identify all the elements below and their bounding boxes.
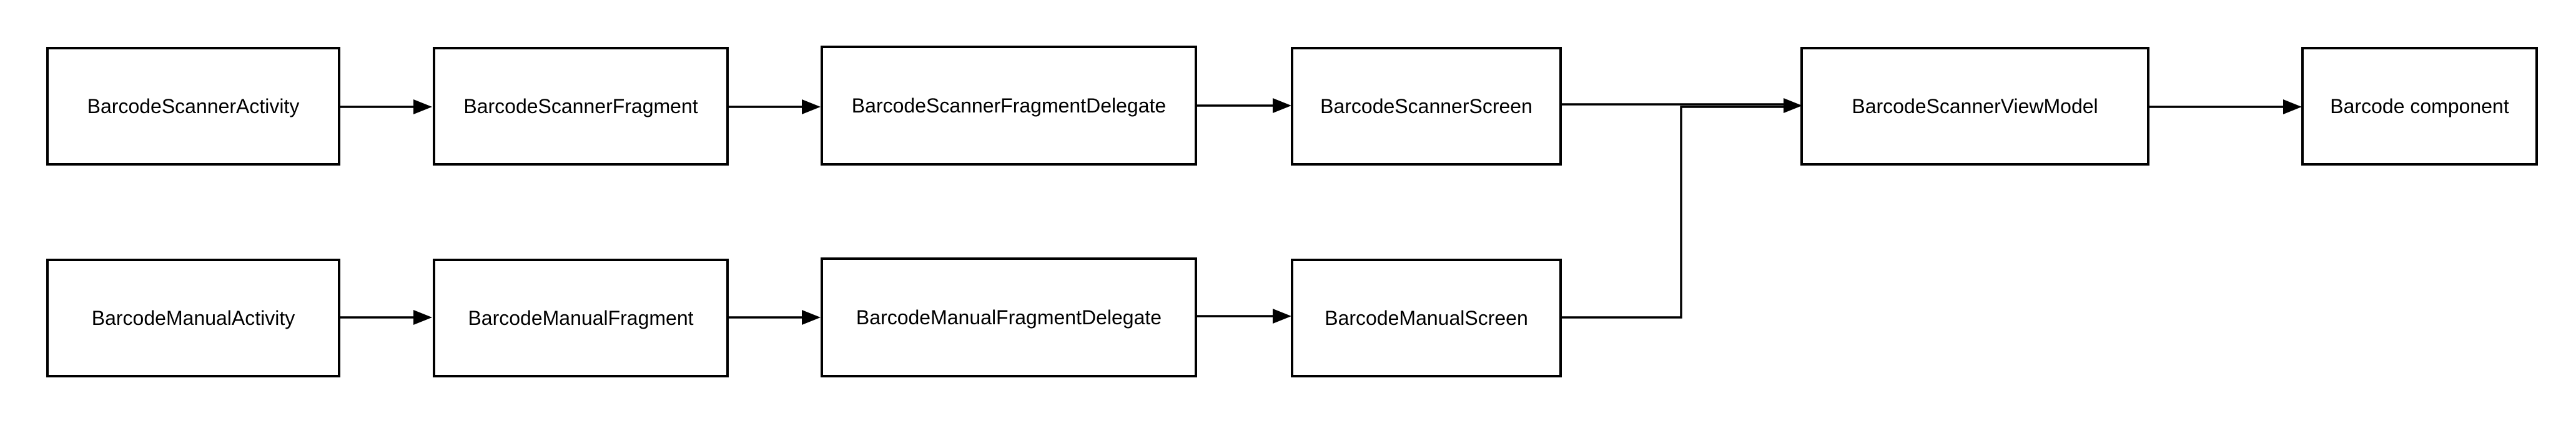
node-label: BarcodeManualFragmentDelegate <box>856 306 1162 329</box>
node-manual-screen: BarcodeManualScreen <box>1291 259 1562 377</box>
node-label: BarcodeManualActivity <box>91 306 295 329</box>
edge-scanner-activity-to-fragment <box>340 99 432 114</box>
edge-manual-screen-to-viewmodel <box>1562 106 1786 319</box>
edge-scanner-delegate-to-screen <box>1197 98 1291 113</box>
node-scanner-activity: BarcodeScannerActivity <box>46 47 340 166</box>
node-label: BarcodeScannerActivity <box>87 94 300 117</box>
node-label: BarcodeScannerScreen <box>1320 94 1532 117</box>
node-label: Barcode component <box>2330 94 2509 117</box>
node-scanner-fragment-delegate: BarcodeScannerFragmentDelegate <box>821 46 1197 166</box>
node-manual-fragment-delegate: BarcodeManualFragmentDelegate <box>821 257 1197 377</box>
edge-manual-activity-to-fragment <box>340 310 432 325</box>
node-manual-activity: BarcodeManualActivity <box>46 259 340 377</box>
edge-manual-fragment-to-delegate <box>729 310 821 325</box>
edge-viewmodel-to-component <box>2149 99 2302 114</box>
node-barcode-component: Barcode component <box>2301 47 2538 166</box>
node-label: BarcodeManualScreen <box>1325 306 1528 329</box>
edge-scanner-fragment-to-delegate <box>729 99 821 114</box>
edge-scanner-screen-to-viewmodel <box>1562 98 1802 113</box>
node-scanner-fragment: BarcodeScannerFragment <box>433 47 729 166</box>
node-scanner-screen: BarcodeScannerScreen <box>1291 47 1562 166</box>
node-label: BarcodeScannerViewModel <box>1852 94 2098 117</box>
node-label: BarcodeManualFragment <box>468 306 694 329</box>
node-label: BarcodeScannerFragmentDelegate <box>851 94 1167 117</box>
node-scanner-view-model: BarcodeScannerViewModel <box>1800 47 2149 166</box>
edge-manual-delegate-to-screen <box>1197 309 1291 324</box>
node-manual-fragment: BarcodeManualFragment <box>433 259 729 377</box>
node-label: BarcodeScannerFragment <box>463 94 698 117</box>
